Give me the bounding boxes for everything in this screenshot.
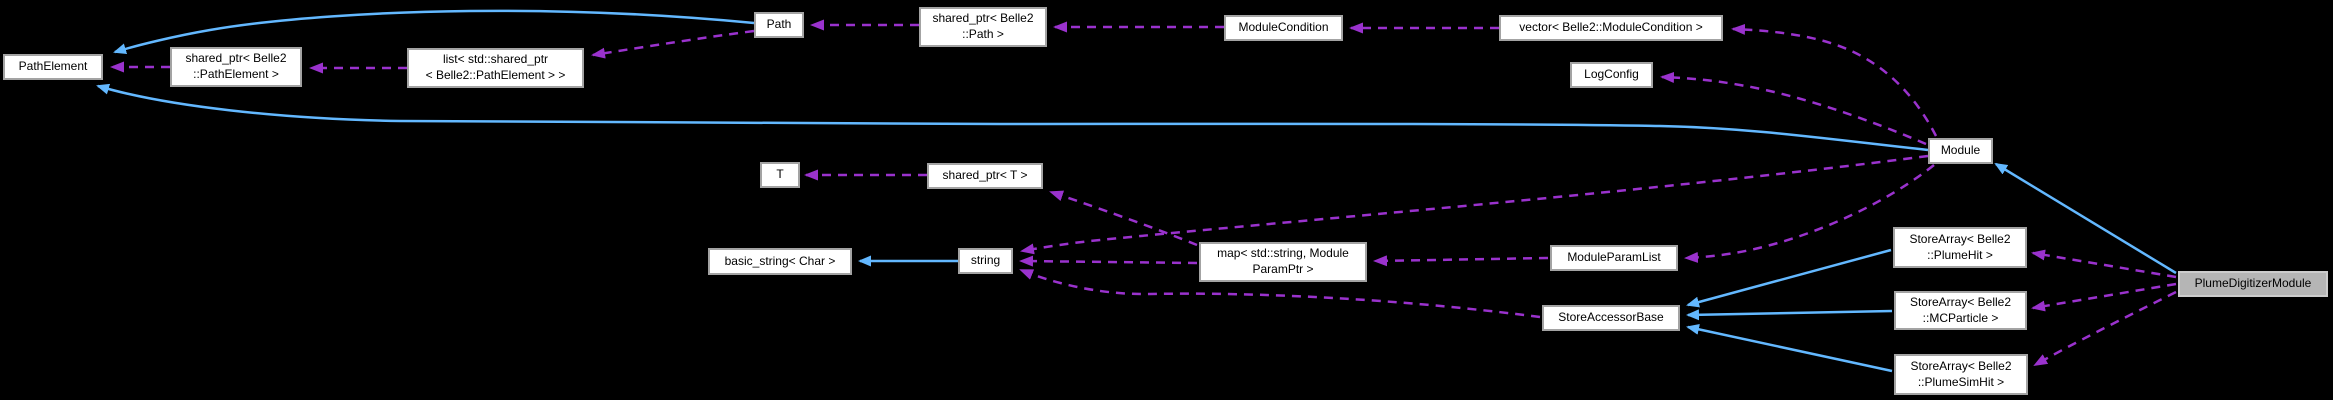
node-label: < Belle2::PathElement > >: [425, 68, 566, 82]
node-label: ::PlumeHit >: [1927, 247, 1993, 262]
node-basic-string-char[interactable]: basic_string< Char >: [708, 248, 852, 275]
node-label: ModuleParamList: [1567, 250, 1661, 265]
edge-map-uses-sharedptrt: [1049, 190, 1198, 247]
node-label: StoreArray< Belle2: [1909, 231, 2011, 246]
edge-module-inherits-pathelement: [96, 83, 1929, 152]
edge-plumehit-inherits-storeaccessorbase: [1686, 248, 1892, 308]
edge-storeaccessorbase-uses-string: [1019, 268, 1541, 319]
node-label: ParamPtr >: [1252, 262, 1314, 276]
node-label: ::Path >: [962, 27, 1004, 41]
edge-path-uses-list: [591, 29, 755, 59]
node-label: vector< Belle2::ModuleCondition >: [1519, 20, 1703, 35]
node-label: shared_ptr< Belle2: [932, 11, 1034, 26]
node-storeaccessorbase[interactable]: StoreAccessorBase: [1542, 305, 1680, 331]
node-path[interactable]: Path: [754, 12, 804, 38]
edge-mcparticle-inherits-storeaccessorbase: [1686, 309, 1893, 321]
node-label: string: [970, 253, 1001, 268]
node-label: Module: [1940, 143, 1981, 158]
node-label: ModuleCondition: [1238, 20, 1329, 35]
node-storearray-plumesimhit[interactable]: StoreArray< Belle2 ::PlumeSimHit >: [1894, 354, 2028, 395]
edge-module-uses-string: [1020, 154, 1929, 255]
node-label: ::MCParticle >: [1922, 310, 1999, 325]
node-label: StoreArray< Belle2: [1909, 294, 2012, 309]
edge-module-uses-moduleparamlist: [1684, 164, 1935, 263]
edge-module-uses-logconfig: [1660, 71, 1927, 146]
node-label: list< std::shared_ptr: [442, 52, 549, 67]
node-label: Path: [766, 17, 792, 32]
node-label: StoreArray< Belle2: [1910, 358, 2012, 373]
node-shared-ptr-path[interactable]: shared_ptr< Belle2 ::Path >: [919, 7, 1047, 47]
node-moduleparamlist[interactable]: ModuleParamList: [1550, 245, 1678, 271]
edge-map-uses-string: [1019, 255, 1198, 267]
node-label: PlumeDigitizerModule: [2194, 276, 2312, 291]
edge-plumedigitizermodule-uses-plumesimhit: [2033, 290, 2177, 367]
edge-plumedigitizermodule-uses-plumehit: [2031, 249, 2177, 279]
edge-plumedigitizermodule-uses-mcparticle: [2031, 282, 2177, 312]
edge-path-inherits-pathelement: [113, 9, 755, 55]
node-list-shared-ptr[interactable]: list< std::shared_ptr < Belle2::PathElem…: [407, 48, 584, 88]
node-logconfig[interactable]: LogConfig: [1570, 62, 1653, 88]
node-label: StoreAccessorBase: [1558, 310, 1664, 325]
node-shared-ptr-pathelement[interactable]: shared_ptr< Belle2 ::PathElement >: [170, 47, 302, 87]
edge-plumesimhit-inherits-storeaccessorbase: [1686, 323, 1893, 373]
node-modulecondition[interactable]: ModuleCondition: [1224, 15, 1343, 41]
edge-module-uses-vector: [1731, 23, 1938, 137]
node-label: T: [776, 167, 784, 182]
node-label: ::PathElement >: [193, 67, 279, 81]
node-label: shared_ptr< T >: [942, 168, 1028, 183]
node-module[interactable]: Module: [1928, 138, 1993, 164]
node-label: ::PlumeSimHit >: [1917, 374, 2005, 389]
node-vector-modulecondition[interactable]: vector< Belle2::ModuleCondition >: [1499, 15, 1723, 41]
edge-plumedigitizermodule-inherits-module: [1994, 162, 2177, 275]
node-label: map< std::string, Module: [1217, 246, 1349, 261]
node-shared-ptr-t[interactable]: shared_ptr< T >: [927, 163, 1043, 189]
edge-moduleparamlist-uses-map: [1373, 255, 1549, 267]
node-label: PathElement: [18, 59, 88, 74]
node-storearray-plumehit[interactable]: StoreArray< Belle2 ::PlumeHit >: [1893, 227, 2027, 268]
node-label: basic_string< Char >: [724, 253, 836, 268]
node-pathelement[interactable]: PathElement: [3, 54, 103, 80]
node-label: LogConfig: [1584, 67, 1639, 82]
node-storearray-mcparticle[interactable]: StoreArray< Belle2 ::MCParticle >: [1894, 291, 2027, 330]
node-label: shared_ptr< Belle2: [185, 51, 287, 66]
node-plumedigitizermodule[interactable]: PlumeDigitizerModule: [2178, 271, 2328, 297]
node-map-string-moduleparamptr[interactable]: map< std::string, Module ParamPtr >: [1199, 242, 1367, 282]
node-t[interactable]: T: [760, 162, 800, 188]
node-string[interactable]: string: [958, 248, 1013, 274]
